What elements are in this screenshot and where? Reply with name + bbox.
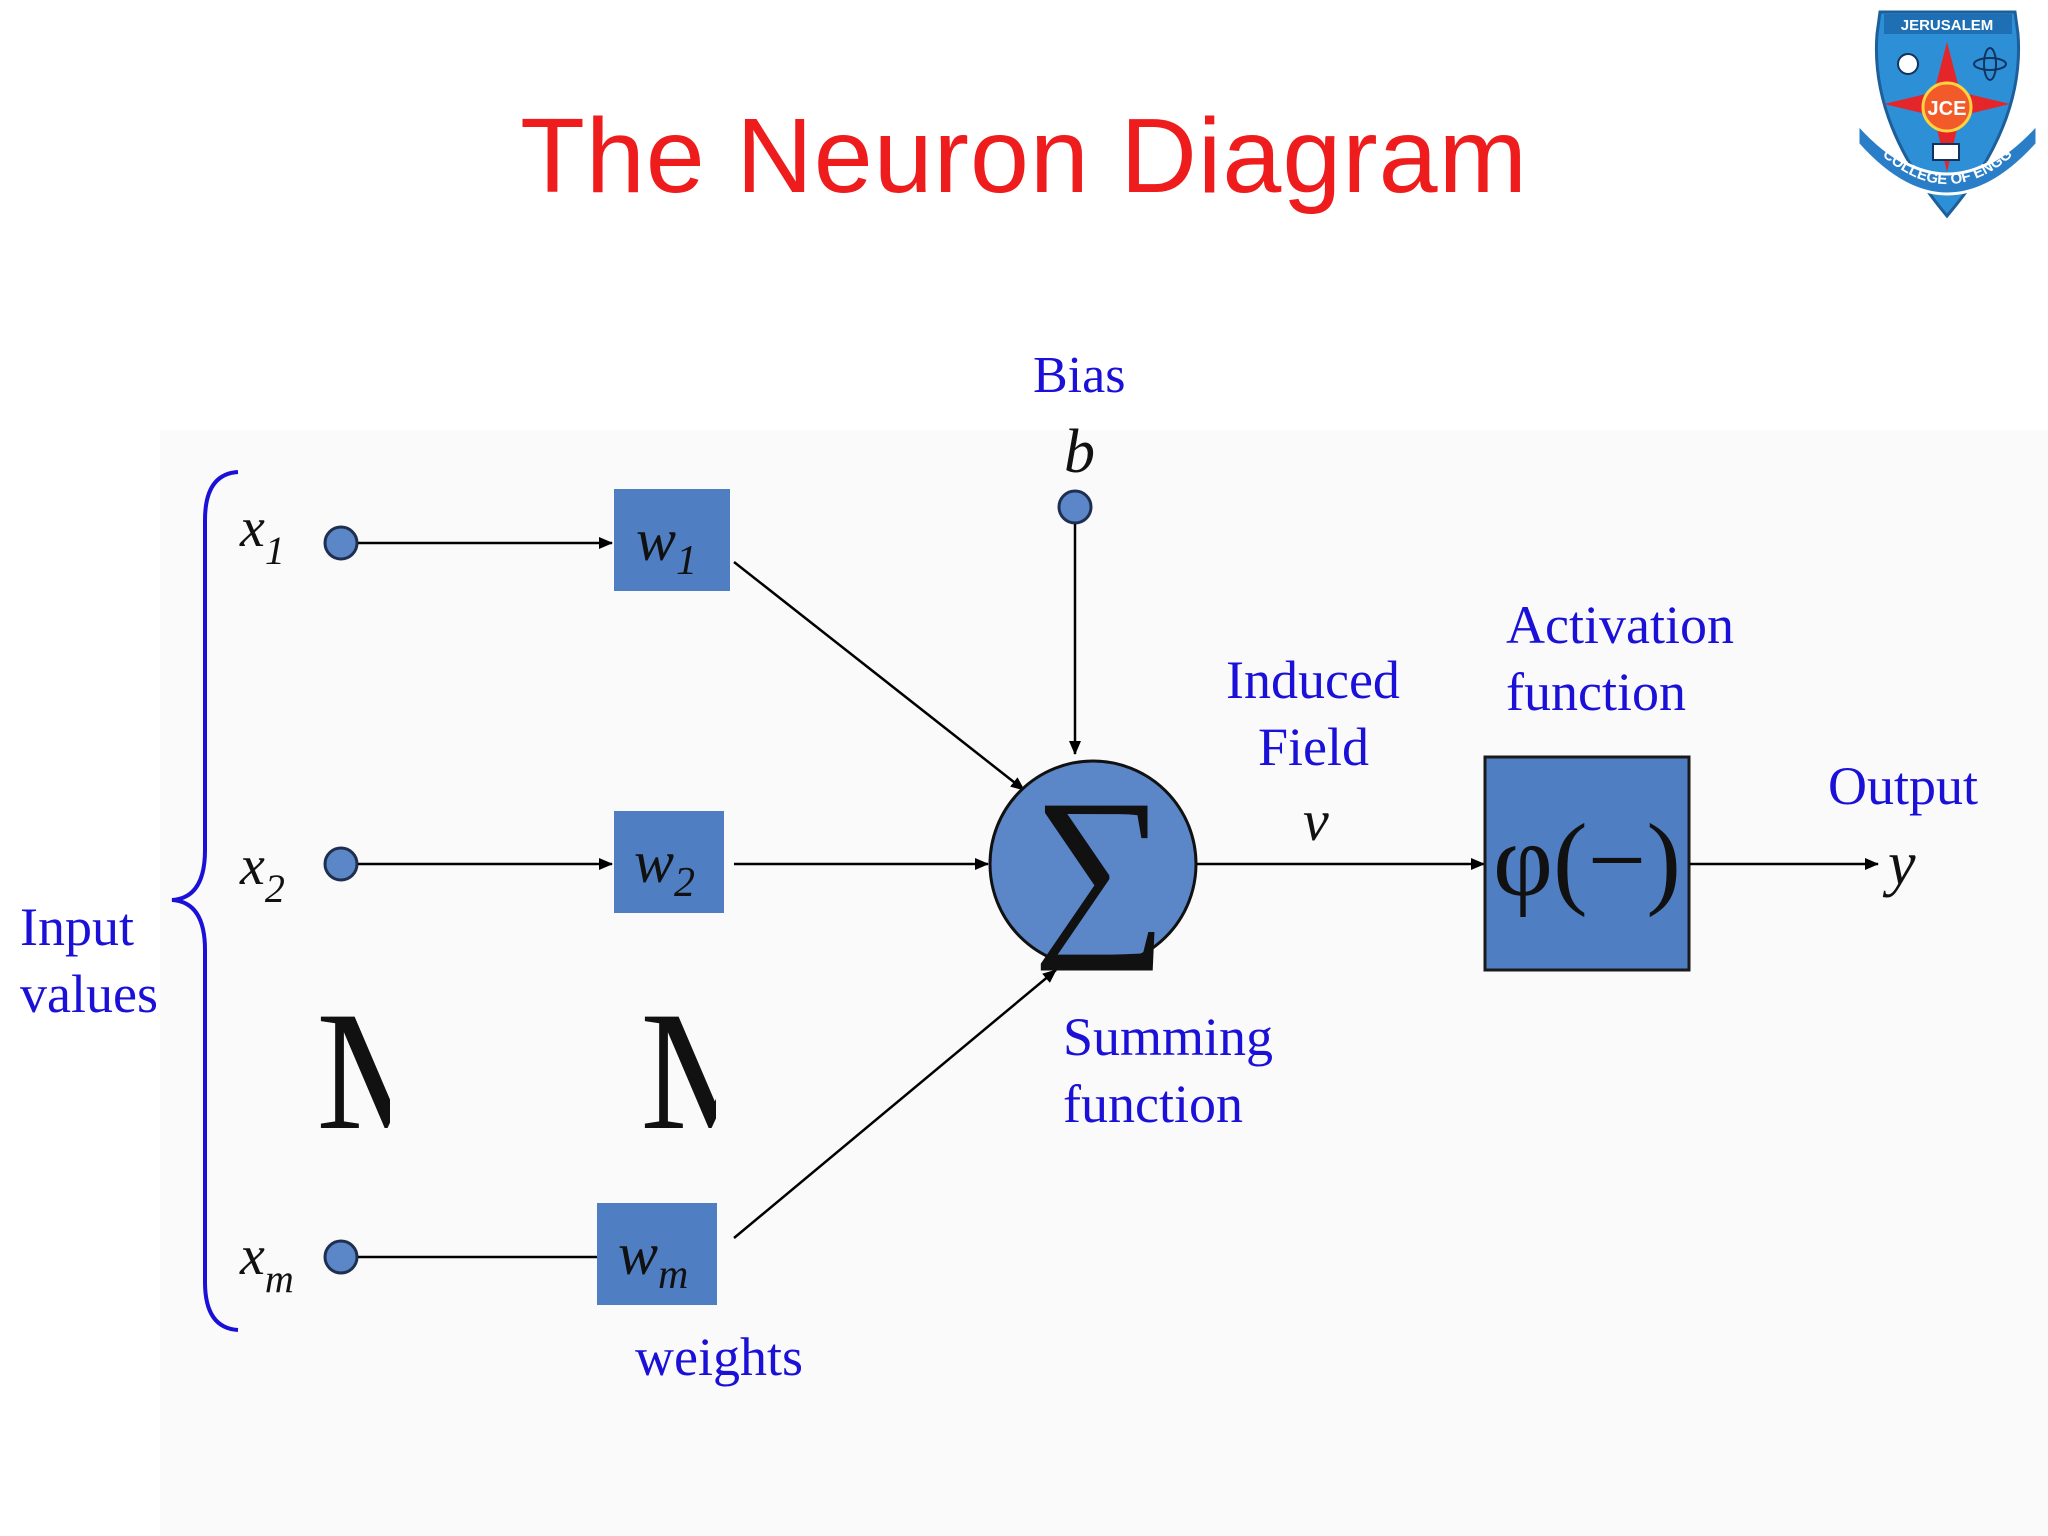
induced-label-line2: Field <box>1258 717 1369 777</box>
input-node-xm <box>323 1239 359 1275</box>
logo-computer-icon <box>1932 143 1960 161</box>
activation-label-line1: Activation <box>1506 595 1734 655</box>
summing-label-line1: Summing <box>1063 1007 1273 1067</box>
activation-symbol: φ(−) <box>1493 803 1681 918</box>
output-symbol: y <box>1882 830 1916 898</box>
induced-symbol: v <box>1303 788 1329 853</box>
input-x1-label: x1 <box>239 497 285 573</box>
logo-top-text: JERUSALEM <box>1901 17 1994 34</box>
weights-label: weights <box>635 1327 803 1387</box>
logo-gear-icon <box>1897 53 1919 75</box>
logo-center-circle <box>1921 81 1973 133</box>
summing-label-line2: function <box>1063 1074 1243 1134</box>
weight-box-wm <box>597 1203 717 1305</box>
logo-atom-orbit <box>1983 47 1997 81</box>
output-label: Output <box>1828 756 1978 816</box>
slide-title: The Neuron Diagram <box>520 97 1528 215</box>
wire-wm-to-sum <box>733 969 1057 1239</box>
input-node-x1 <box>323 525 359 561</box>
college-logo-icon: JERUSALEM JCE COLLEGE OF ENGG <box>1856 10 2039 219</box>
input-values-label-line2: values <box>20 964 158 1024</box>
logo-ribbon <box>1856 120 2039 196</box>
induced-label-line1: Induced <box>1226 650 1400 710</box>
logo-banner <box>1884 14 2012 34</box>
weight-w1-label: w1 <box>636 507 697 584</box>
weight-wm-label: wm <box>618 1221 688 1298</box>
input-x2-label: x2 <box>239 835 285 911</box>
bias-node <box>1057 489 1093 525</box>
input-brace <box>171 470 239 1332</box>
weight-w2-label: w2 <box>634 829 695 906</box>
activation-box <box>1483 755 1691 972</box>
input-node-x2 <box>323 846 359 882</box>
bias-label: Bias <box>1033 347 1125 404</box>
summing-node <box>988 759 1198 969</box>
input-values-label-line1: Input <box>20 897 134 957</box>
wire-w1-to-sum <box>733 561 1025 791</box>
input-xm-label: xm <box>239 1225 294 1301</box>
weight-box-w2 <box>614 811 724 913</box>
logo-center-text: JCE <box>1928 98 1967 120</box>
ellipsis-weights: M <box>640 977 791 1165</box>
weight-box-w1 <box>614 489 730 591</box>
bias-symbol: b <box>1064 418 1095 486</box>
activation-label-line2: function <box>1506 662 1686 722</box>
logo-atom-icon <box>1973 57 2007 71</box>
sum-symbol: ∑ <box>1032 762 1167 972</box>
diagram-background <box>160 430 2048 1536</box>
ellipsis-inputs: M <box>316 977 467 1165</box>
